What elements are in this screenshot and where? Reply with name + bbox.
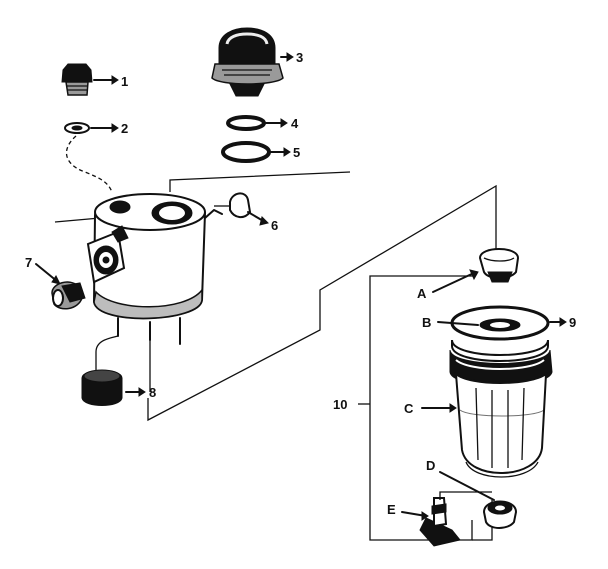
- part-4-o-ring: [226, 115, 288, 131]
- part-3-cap: [211, 27, 294, 97]
- part-c-bowl: [421, 305, 567, 478]
- part-1-plug: [61, 63, 119, 96]
- leader-line-top: [54, 217, 101, 223]
- callout-1: 1: [121, 74, 128, 89]
- callout-4: 4: [291, 116, 299, 131]
- callout-9: 9: [569, 315, 576, 330]
- callout-5: 5: [293, 145, 300, 160]
- part-10-bracket: [369, 275, 474, 541]
- main-body-housing: [86, 193, 223, 345]
- part-d-drain-nut: [439, 471, 518, 541]
- callout-3: 3: [296, 50, 303, 65]
- callout-c: C: [404, 401, 414, 416]
- assembly-line-long: [147, 184, 497, 422]
- part-e-drain-valve: [401, 491, 492, 547]
- part-2-washer: [64, 122, 119, 134]
- callout-7: 7: [25, 255, 32, 270]
- callout-b: B: [422, 315, 431, 330]
- callout-2: 2: [121, 121, 128, 136]
- callout-10: 10: [333, 397, 347, 412]
- part-5-o-ring: [221, 141, 291, 163]
- part-7-fitting: [35, 263, 86, 310]
- part-8-plug: [81, 335, 151, 406]
- callout-e: E: [387, 502, 396, 517]
- leader-line-cap: [169, 171, 351, 192]
- callout-d: D: [426, 458, 435, 473]
- part-a-nut: [432, 248, 520, 293]
- assembly-dashed-line: [65, 135, 113, 193]
- callout-8: 8: [149, 385, 156, 400]
- callout-a: A: [417, 286, 427, 301]
- callout-6: 6: [271, 218, 278, 233]
- part-6-knob: [214, 192, 269, 226]
